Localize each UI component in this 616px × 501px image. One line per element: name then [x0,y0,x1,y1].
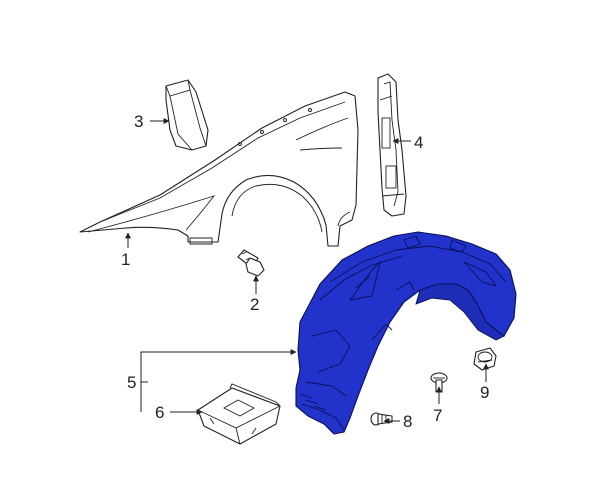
fender-liner-part[interactable] [295,231,517,435]
callout-3: 3 [134,112,143,131]
fender-brace-part[interactable] [165,79,209,151]
leader-lines [125,118,489,424]
callout-5: 5 [127,373,136,392]
callout-9: 9 [480,383,489,402]
callout-7: 7 [433,406,442,425]
leader-5 [140,349,297,412]
bolt-part[interactable] [237,249,265,277]
callout-labels: 1 2 3 4 5 6 7 8 9 [121,112,489,431]
callout-4: 4 [414,133,423,152]
screw-part[interactable] [370,412,393,426]
liner-bracket-part[interactable] [197,383,281,445]
callout-1: 1 [121,250,130,269]
callout-8: 8 [403,412,412,431]
callout-6: 6 [155,403,164,422]
nut-part[interactable] [473,347,497,371]
fender-part[interactable] [79,91,359,247]
callout-2: 2 [250,295,259,314]
fender-seal-part[interactable] [377,73,407,217]
